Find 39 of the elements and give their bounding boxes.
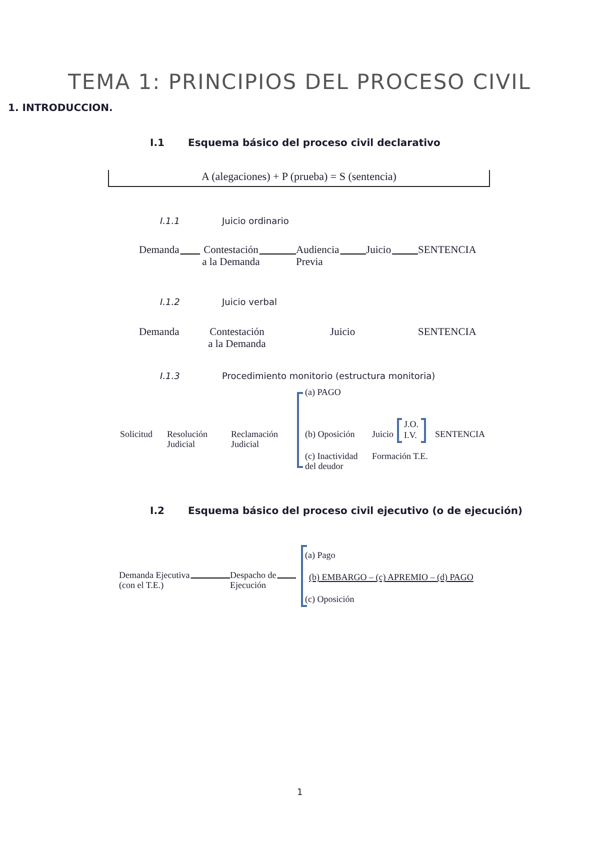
formula-box: A (alegaciones) + P (prueba) = S (sentencia) <box>108 170 490 187</box>
step-text: Reclamación Judicial <box>231 429 279 450</box>
step-text: Resolución Judicial <box>167 429 208 450</box>
step-text: Juicio <box>372 429 394 440</box>
step-text: Despacho de Ejecución <box>230 570 280 591</box>
section-number: I.1.1 <box>160 217 180 228</box>
option-text: I.V. <box>404 430 417 440</box>
step-text: Formación T.E. <box>372 451 428 462</box>
step-text: Demanda <box>139 327 180 340</box>
section-number: I.2 <box>150 506 164 518</box>
option-text: (c) Inactividad del deudor <box>305 451 359 472</box>
section-heading: Esquema básico del proceso civil ejecutivo (o de ejecución) <box>188 506 523 518</box>
section-heading: Esquema básico del proceso civil declarativo <box>188 138 440 150</box>
step-text: Demanda Ejecutiva (con el T.E.) <box>119 570 191 591</box>
step-text: SENTENCIA <box>418 245 476 258</box>
step-text: Audiencia Previa <box>296 245 344 270</box>
section-number: I.1.2 <box>160 298 180 308</box>
step-text: SENTENCIA <box>435 429 485 440</box>
page-number: 1 <box>297 788 303 798</box>
option-text: (b) Oposición <box>305 429 355 440</box>
step-text: Demanda <box>139 245 180 258</box>
step-text: Juicio <box>366 245 392 258</box>
step-text: SENTENCIA <box>418 327 476 340</box>
section-heading: Procedimiento monitorio (estructura monitoria) <box>222 372 436 382</box>
step-text: Contestación a la Demanda <box>200 245 262 270</box>
option-text: (a) PAGO <box>305 387 341 398</box>
step-text: Solicitud <box>120 429 153 440</box>
section-heading: Juicio verbal <box>222 298 277 308</box>
section-heading: Juicio ordinario <box>222 217 289 228</box>
option-text: (a) Pago <box>305 550 336 560</box>
option-text: (b) EMBARGO – (c) APREMIO – (d) PAGO <box>309 572 474 582</box>
step-text: Juicio <box>330 327 356 340</box>
step-text: Contestación a la Demanda <box>207 327 267 352</box>
option-text: (c) Oposición <box>305 594 354 604</box>
section-number: I.1.3 <box>160 372 180 382</box>
section-number: I.1 <box>150 138 164 150</box>
page-title: TEMA 1: PRINCIPIOS DEL PROCESO CIVIL <box>67 70 532 94</box>
section-heading: 1. INTRODUCCION. <box>8 103 113 114</box>
option-text: J.O. <box>404 419 419 430</box>
